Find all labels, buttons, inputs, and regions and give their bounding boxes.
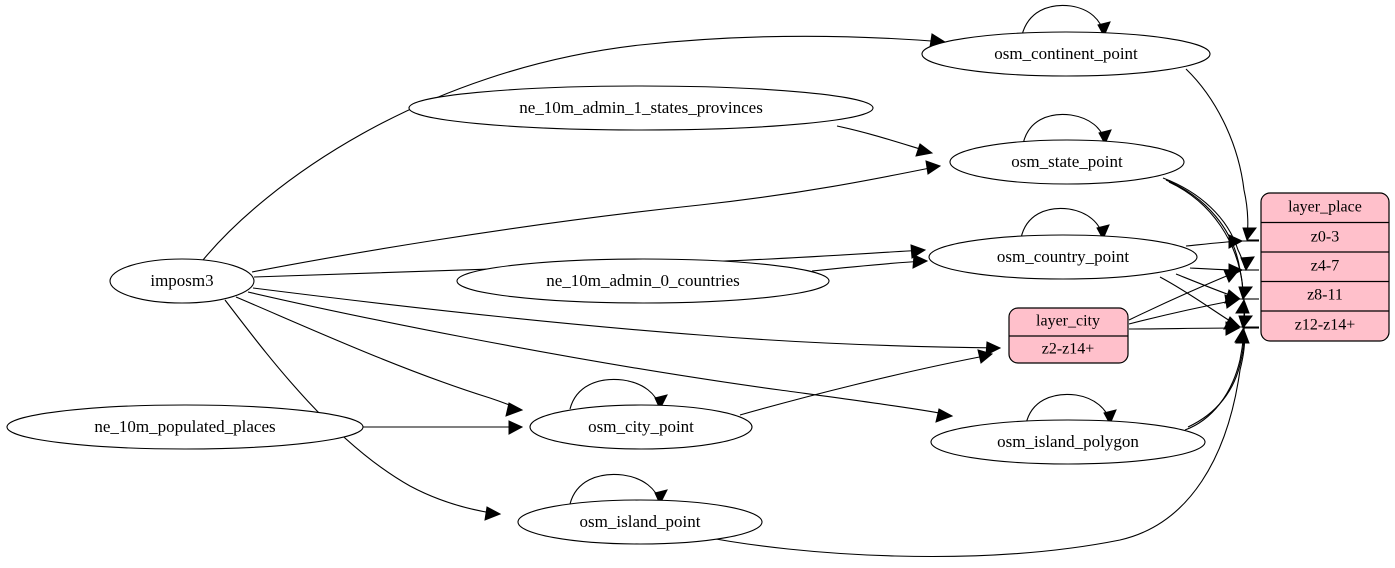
arrowhead: [1238, 286, 1253, 301]
edge-imposm3-to-osm_continent_point: [202, 35, 946, 261]
arrowhead: [935, 408, 954, 423]
arrowhead: [1097, 21, 1111, 38]
node-label: osm_country_point: [997, 247, 1129, 266]
arrowhead: [912, 254, 929, 269]
node-shape: [456, 258, 830, 304]
arrowhead: [910, 244, 927, 259]
edge-osm_city_point-to-layer_city: [739, 354, 991, 416]
arrowhead: [1242, 227, 1257, 242]
node-shape: [949, 139, 1185, 185]
edge-layer_city-to-layer_place-z8-11: [1128, 299, 1237, 325]
edge-ne_10m_admin_1_states_provinces-to-osm_state_point: [836, 125, 931, 153]
edge-imposm3-to-layer_city: [252, 287, 1001, 349]
self-loop-osm_island_polygon: [1025, 393, 1111, 425]
node-label: osm_state_point: [1011, 152, 1123, 171]
arrowhead: [1235, 298, 1250, 314]
arrowhead: [508, 420, 524, 435]
node-shape: [921, 31, 1211, 77]
node-osm_continent_point[interactable]: osm_continent_point: [921, 31, 1211, 77]
self-loop-osm_island_point: [569, 473, 661, 505]
arrowhead: [1096, 224, 1110, 241]
node-label: ne_10m_admin_1_states_provinces: [519, 98, 763, 117]
edge-osm_island_polygon-to-layer_place-z12: [1187, 330, 1245, 428]
edge-layer_city-to-layer_place-z4-7: [1128, 271, 1237, 321]
layer_city-field-z2-z14[interactable]: z2-z14+: [1042, 341, 1095, 358]
edge-imposm3-to-osm_island_point: [224, 299, 499, 515]
edge-ne_10m_admin_0_countries-to-osm_country_point: [811, 260, 926, 272]
node-ne_10m_admin_0_countries[interactable]: ne_10m_admin_0_countries: [456, 258, 830, 304]
node-shape: [930, 419, 1206, 465]
arrowhead: [1238, 315, 1253, 330]
node-shape: [109, 258, 255, 304]
node-osm_island_point[interactable]: osm_island_point: [517, 499, 763, 545]
node-shape: [928, 234, 1198, 280]
arrowhead: [484, 506, 502, 521]
arrowhead: [1098, 129, 1112, 146]
node-ne_10m_populated_places[interactable]: ne_10m_populated_places: [6, 404, 364, 450]
arrowhead: [915, 143, 934, 157]
arrowhead: [1228, 234, 1244, 249]
self-loop-osm_city_point: [569, 378, 661, 410]
node-label: ne_10m_admin_0_countries: [546, 271, 740, 290]
node-osm_state_point[interactable]: osm_state_point: [949, 139, 1185, 185]
arrowhead: [985, 341, 1002, 356]
arrowhead: [505, 402, 524, 417]
node-label: osm_city_point: [588, 417, 694, 436]
arrowhead: [1223, 269, 1239, 283]
node-label: osm_continent_point: [994, 44, 1138, 63]
edge-osm_continent_point-to-layer_place-z0-3: [1185, 68, 1249, 239]
arrowhead: [1224, 294, 1240, 309]
arrowhead: [977, 349, 994, 364]
node-label: osm_island_polygon: [997, 432, 1139, 451]
node-shape: [517, 499, 763, 545]
layer_city-title: layer_city: [1036, 313, 1100, 330]
layer_place-field-z4-7[interactable]: z4-7: [1311, 258, 1339, 275]
layer_place-title: layer_place: [1288, 199, 1362, 216]
node-label: imposm3: [150, 271, 213, 290]
record-node-layer_place[interactable]: layer_place z0-3 z4-7 z8-11 z12-z14+: [1260, 192, 1390, 342]
node-imposm3[interactable]: imposm3: [109, 258, 255, 304]
arrowhead: [925, 160, 942, 175]
arrowhead: [1235, 328, 1250, 344]
arrowhead: [654, 394, 668, 411]
arrowhead: [654, 489, 668, 506]
self-loop-osm_continent_point: [1021, 4, 1105, 36]
node-label: osm_island_point: [580, 512, 701, 531]
layer_place-field-z0-3[interactable]: z0-3: [1311, 229, 1339, 246]
layer_place-field-z8-11[interactable]: z8-11: [1307, 287, 1343, 304]
arrowhead: [1225, 321, 1241, 336]
edge-layer: [202, 33, 1259, 558]
edge-imposm3-to-osm_island_polygon: [247, 291, 951, 416]
self-loop-osm_country_point: [1020, 207, 1104, 239]
edge-layer_city-to-layer_place-z12: [1128, 327, 1238, 330]
self-loop-osm_state_point: [1022, 113, 1106, 145]
edge-osm_island_point-to-layer_place-z12: [699, 331, 1246, 558]
layer_place-field-z12-z14[interactable]: z12-z14+: [1295, 317, 1356, 334]
node-shape: [529, 404, 753, 450]
node-ne_10m_admin_1_states_provinces[interactable]: ne_10m_admin_1_states_provinces: [408, 85, 874, 131]
record-node-layer_city[interactable]: layer_city z2-z14+: [1008, 307, 1129, 364]
node-shape: [408, 85, 874, 131]
node-osm_city_point[interactable]: osm_city_point: [529, 404, 753, 450]
node-layer: imposm3 ne_10m_populated_places ne_10m_a…: [6, 31, 1211, 545]
edge-osm_island_polygon-to-layer_place-z8-11: [1184, 301, 1246, 431]
self-loop-layer: [569, 4, 1117, 506]
node-osm_island_polygon[interactable]: osm_island_polygon: [930, 419, 1206, 465]
node-shape: [6, 404, 364, 450]
node-label: ne_10m_populated_places: [94, 417, 275, 436]
edge-imposm3-to-osm_state_point: [251, 165, 941, 273]
record-node-layer: layer_place z0-3 z4-7 z8-11 z12-z14+ lay…: [1008, 192, 1390, 364]
arrowhead: [1103, 409, 1117, 426]
layer_place-box: [1260, 192, 1390, 342]
arrowhead: [1240, 256, 1255, 272]
node-osm_country_point[interactable]: osm_country_point: [928, 234, 1198, 280]
